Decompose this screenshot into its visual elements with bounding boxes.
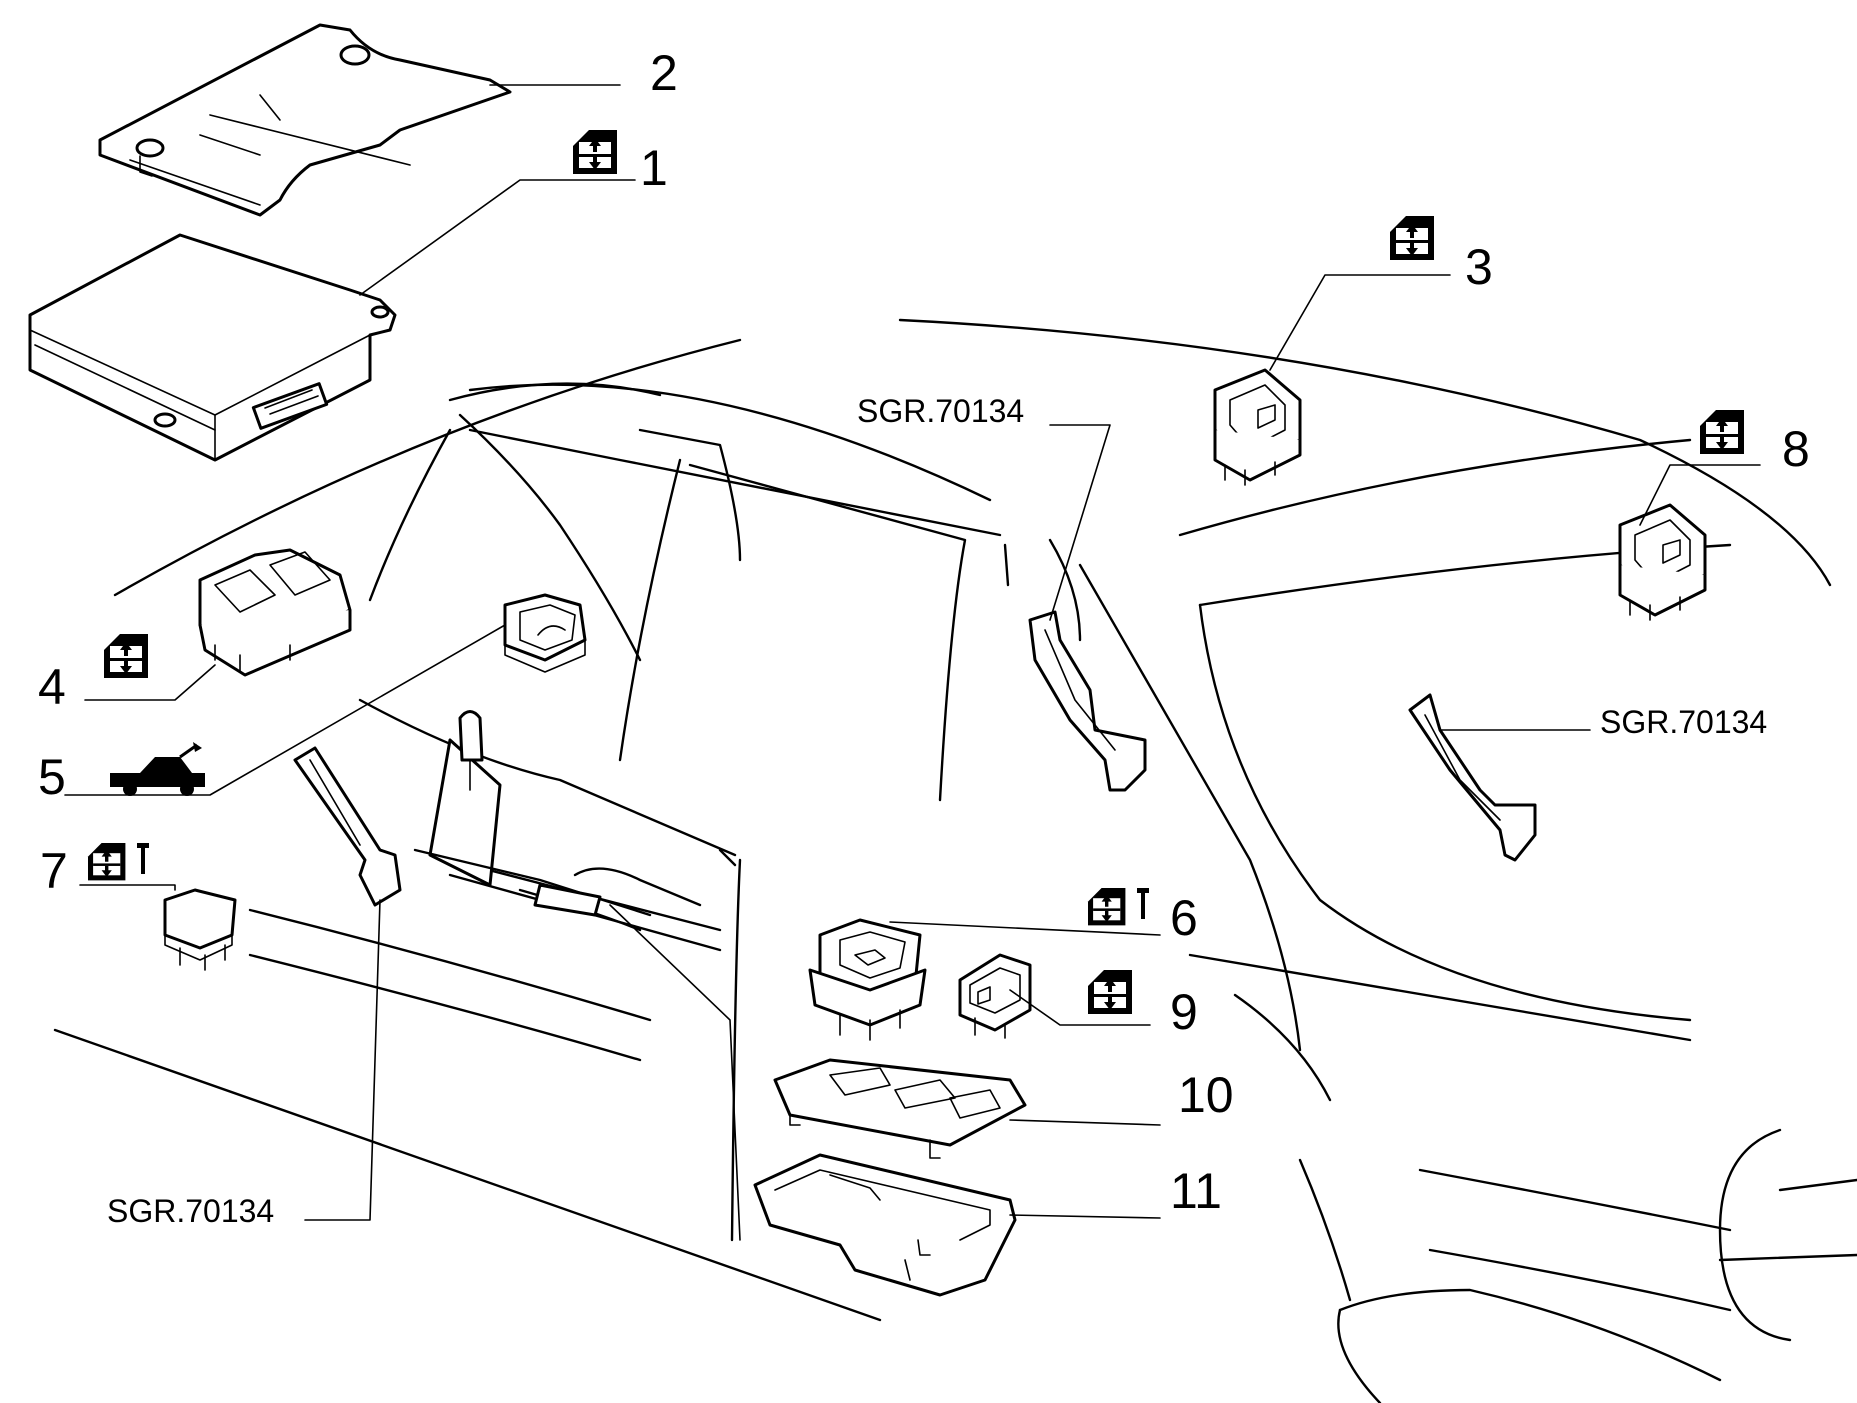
reference-sgr-top: SGR.70134: [857, 393, 1025, 429]
callout-6: 6: [1170, 890, 1198, 946]
window-lift-icon: [1088, 970, 1132, 1014]
callout-4: 4: [38, 659, 66, 715]
callout-9: 9: [1170, 984, 1198, 1040]
window-lift-icon: [104, 634, 148, 678]
part-1-control-unit: [28, 233, 397, 462]
callout-7: 7: [40, 843, 68, 899]
reference-sgr-bottom: SGR.70134: [107, 1193, 275, 1229]
window-lift-icon: [1700, 410, 1744, 454]
reference-sgr-right: SGR.70134: [1600, 704, 1768, 740]
callout-5: 5: [38, 749, 66, 805]
part-5-boot-switch: [503, 593, 587, 673]
callout-1: 1: [640, 140, 668, 196]
callout-8: 8: [1782, 421, 1810, 477]
leader-lines: [64, 84, 1761, 1241]
grab-handle-right: [1408, 693, 1537, 862]
grab-handle-center: [1028, 610, 1147, 792]
window-lift-icon: [573, 130, 617, 174]
part-10-switch-frame: [773, 1058, 1027, 1159]
callout-3: 3: [1465, 239, 1493, 295]
callout-2: 2: [650, 45, 678, 101]
window-lift-relay-icon: [88, 843, 149, 881]
part-11-tray: [753, 1153, 1017, 1297]
grab-handle-left: [293, 746, 402, 907]
part-8-switch: [1618, 503, 1707, 621]
part-9-switch: [958, 953, 1032, 1039]
boot-release-icon: [110, 742, 205, 796]
window-lift-icon: [1390, 216, 1434, 260]
part-4-double-switch: [198, 548, 352, 677]
part-2-cover: [98, 23, 512, 217]
gear-lever-tunnel: [413, 710, 702, 932]
part-3-switch: [1213, 368, 1302, 486]
part-6-switch: [808, 918, 927, 1041]
callout-10: 10: [1178, 1067, 1234, 1123]
callout-11: 11: [1170, 1163, 1222, 1219]
part-7-relay: [163, 888, 237, 971]
window-lift-relay-icon: [1088, 888, 1149, 926]
